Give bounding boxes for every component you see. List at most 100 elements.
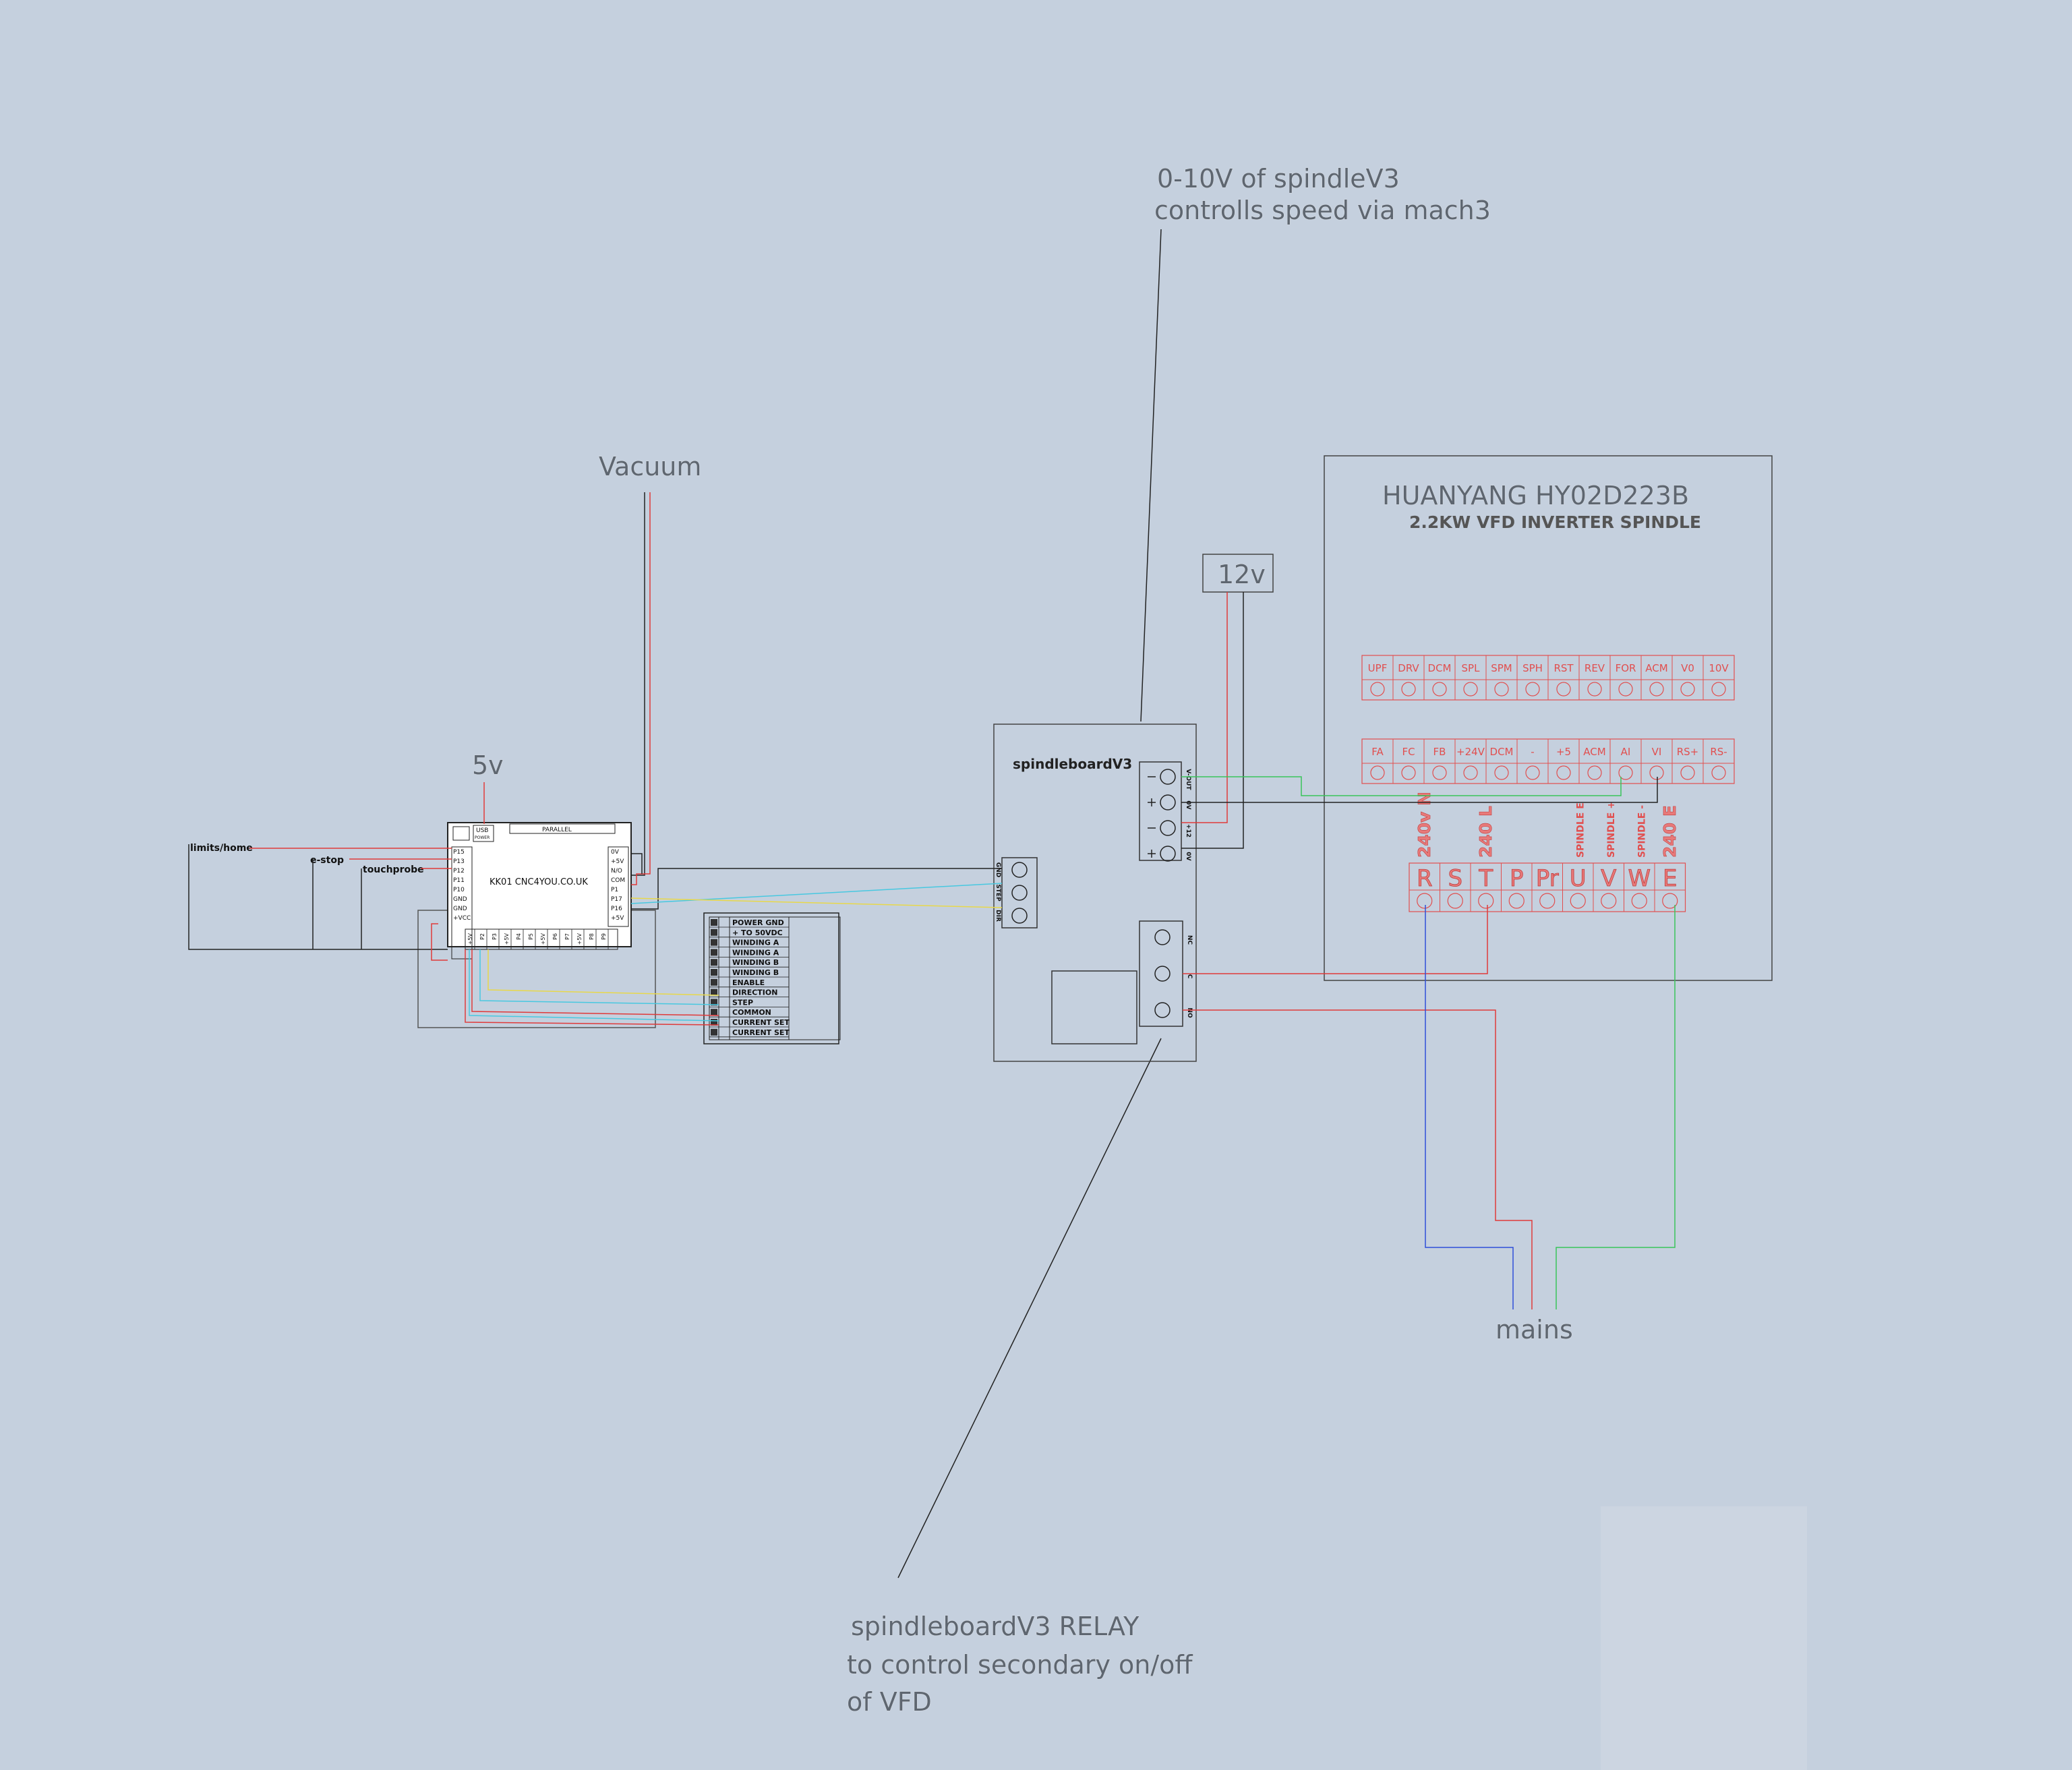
- vfd-terminal-screw: [1401, 765, 1416, 780]
- label-relay-line1: spindleboardV3 RELAY: [851, 1612, 1139, 1641]
- vfd-power-terminal: R: [1417, 865, 1433, 892]
- label-touchprobe: touchprobe: [363, 864, 424, 875]
- driver-row-label: CURRENT SET: [732, 1018, 790, 1027]
- vfd-terminal-screw: [1401, 682, 1416, 697]
- driver-terminal: [711, 1028, 717, 1036]
- vfd-terminal-label: -: [1531, 746, 1534, 758]
- vfd-terminal-label: UPF: [1368, 662, 1388, 674]
- vfd-power-screw: [1539, 893, 1556, 909]
- kk01-pin-right: P16: [611, 906, 622, 912]
- vfd-terminal-screw: [1494, 765, 1509, 780]
- sb-terminal-label: STEP: [995, 884, 1001, 902]
- vfd-terminal-label: RS-: [1710, 746, 1727, 758]
- vfd-terminal-label: SPH: [1522, 662, 1543, 674]
- relay-terminal: [1154, 966, 1171, 982]
- vfd-terminal-screw: [1587, 765, 1602, 780]
- kk01-pin-bottom: +5V: [576, 933, 583, 945]
- kk01-pin-bottom: P2: [479, 933, 485, 940]
- vfd-power-label: 240v N: [1415, 792, 1434, 858]
- sb-screw-terminal: [1160, 820, 1176, 836]
- kk01-pin-left: P11: [453, 877, 465, 884]
- vfd-terminal-label: SPM: [1491, 662, 1512, 674]
- driver-row-label: + TO 50VDC: [732, 928, 783, 937]
- vfd-terminal-label: ACM: [1583, 746, 1605, 758]
- vfd-terminal-screw: [1556, 682, 1571, 697]
- vfd-terminal-screw: [1370, 682, 1385, 697]
- spindleboard-title: spindleboardV3: [1013, 756, 1132, 772]
- driver-row-label: POWER GND: [732, 918, 784, 927]
- vfd-terminal-label: 10V: [1709, 662, 1729, 674]
- driver-row-label: STEP: [732, 998, 753, 1007]
- relay-terminal-label: NC: [1186, 935, 1193, 945]
- vfd-terminal-screw: [1649, 765, 1664, 780]
- driver-row-label: WINDING B: [732, 958, 779, 967]
- vfd-power-screw: [1478, 893, 1494, 909]
- vfd-terminal-screw: [1556, 765, 1571, 780]
- vfd-power-terminal: W: [1628, 865, 1651, 892]
- kk01-pin-left: P15: [453, 849, 465, 856]
- driver-row-label: WINDING B: [732, 968, 779, 977]
- vfd-inverter: HUANYANG HY02D223B 2.2KW VFD INVERTER SP…: [1324, 455, 1773, 981]
- vfd-power-terminal: E: [1663, 865, 1677, 892]
- vfd-terminal-screw: [1587, 682, 1602, 697]
- vfd-terminal-screw: [1432, 682, 1447, 697]
- driver-terminal: [711, 939, 717, 946]
- sb-step-terminal: [1011, 862, 1028, 878]
- kk01-pin-left: P13: [453, 858, 465, 865]
- label-limits: limits/home: [190, 843, 253, 854]
- kk01-pin-left: +VCC: [453, 915, 471, 922]
- vfd-power-label: 240 L: [1476, 806, 1496, 858]
- vfd-terminal-label: FB: [1433, 746, 1446, 758]
- kk01-pin-bottom: P4: [516, 933, 522, 940]
- kk01-pin-right: +5V: [611, 858, 624, 865]
- driver-terminal: [711, 919, 717, 926]
- vfd-terminal-label: SPL: [1462, 662, 1481, 674]
- vfd-terminal-screw: [1370, 765, 1385, 780]
- relay-terminal: [1154, 1002, 1171, 1018]
- vfd-terminal-label: AI: [1621, 746, 1631, 758]
- kk01-pin-bottom: +5V: [467, 933, 473, 945]
- vfd-power-screw: [1662, 893, 1678, 909]
- vfd-terminal-screw: [1711, 682, 1726, 697]
- driver-terminal: [711, 928, 717, 936]
- vfd-power-screw: [1601, 893, 1617, 909]
- kk01-pin-bottom: +5V: [540, 933, 546, 945]
- vfd-power-terminal: Pr: [1536, 865, 1559, 892]
- kk01-pin-right: COM: [611, 877, 625, 884]
- vfd-terminal-label: DCM: [1490, 746, 1514, 758]
- driver-terminal: [711, 1019, 717, 1026]
- kk01-pin-right: N/O: [611, 868, 622, 875]
- driver-row-label: CURRENT SET: [732, 1028, 790, 1037]
- leader-010v: [1140, 229, 1162, 722]
- vfd-power-terminal: U: [1570, 865, 1587, 892]
- kk01-pin-bottom: P7: [564, 933, 570, 940]
- vfd-terminal-label: V0: [1681, 662, 1694, 674]
- vfd-terminal-screw: [1494, 682, 1509, 697]
- vfd-power-screw: [1508, 893, 1525, 909]
- vfd-terminal-label: +24V: [1456, 746, 1485, 758]
- sb-terminal-label: DIR: [995, 910, 1001, 922]
- driver-row-label: WINDING A: [732, 939, 779, 947]
- vfd-terminal-screw: [1680, 682, 1695, 697]
- relay-terminal-label: NO: [1186, 1007, 1193, 1018]
- vfd-power-screw: [1631, 893, 1647, 909]
- driver-terminal: [711, 1009, 717, 1016]
- sb-step-terminal: [1011, 885, 1028, 901]
- vfd-terminal-label: VI: [1652, 746, 1662, 758]
- label-vacuum: Vacuum: [599, 452, 701, 481]
- vfd-terminal-screw: [1649, 682, 1664, 697]
- kk01-pin-bottom: P3: [492, 933, 498, 940]
- driver-terminal: [711, 969, 717, 976]
- label-12v: 12v: [1218, 560, 1266, 589]
- vfd-terminal-screw: [1525, 682, 1540, 697]
- vfd-power-label: SPINDLE +: [1606, 801, 1617, 858]
- vfd-terminal-label: REV: [1585, 662, 1605, 674]
- kk01-pin-bottom: P8: [589, 933, 595, 940]
- kk01-pin-left: GND: [453, 896, 467, 903]
- vfd-terminal-label: ACM: [1645, 662, 1667, 674]
- sb-terminal-label: GND: [995, 862, 1001, 877]
